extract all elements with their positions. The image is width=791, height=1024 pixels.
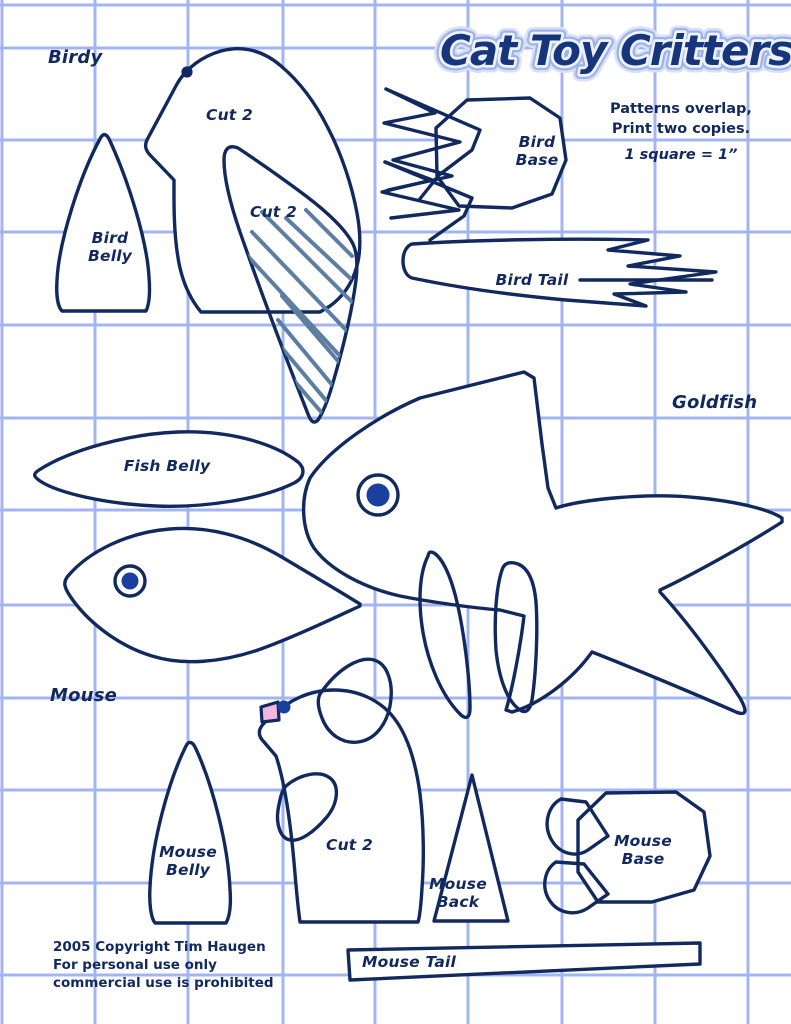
shape-goldfish-fin-front[interactable] — [418, 550, 472, 720]
shape-mouse-arm[interactable] — [275, 772, 338, 842]
shape-mouse-base[interactable] — [576, 790, 712, 904]
shape-bird-tail[interactable] — [401, 237, 718, 308]
goldfish-eye-pupil — [366, 483, 390, 507]
shape-goldfish-body[interactable] — [301, 370, 784, 716]
shape-bird-belly[interactable] — [55, 132, 152, 313]
shape-mouse-nose — [259, 700, 281, 724]
brand-title-halo-mid: Cat Toy Critters — [440, 26, 791, 75]
shape-fish-small-body[interactable] — [63, 526, 362, 664]
shape-bird-wing[interactable] — [222, 145, 359, 424]
fish-small-eye-pupil — [121, 572, 139, 590]
shape-mouse-body[interactable] — [257, 688, 426, 924]
shape-mouse-ear[interactable] — [316, 657, 393, 744]
shape-fish-belly[interactable] — [32, 430, 305, 508]
shape-mouse-tail[interactable] — [346, 941, 702, 982]
shape-bird-foot-lower-spine[interactable] — [383, 160, 474, 242]
shape-mouse-foot-lower[interactable] — [543, 860, 610, 915]
shape-goldfish-fin-back[interactable] — [493, 560, 539, 714]
brand-title-halo-outer: Cat Toy Critters — [440, 26, 791, 75]
pattern-note-line1: Patterns overlap, — [610, 101, 752, 117]
shape-bird-body[interactable] — [143, 47, 362, 314]
brand-title-halo-inner: Cat Toy Critters — [440, 26, 791, 75]
shape-mouse-foot-upper[interactable] — [545, 797, 610, 856]
wing-hatching — [242, 208, 354, 422]
grid-horizontal-lines — [0, 3, 791, 977]
pattern-note: Patterns overlap, Print two copies. 1 sq… — [591, 100, 771, 166]
grid-scale-note: 1 square = 1” — [624, 147, 738, 164]
brand-title-text: Cat Toy Critters — [440, 26, 791, 75]
brand-title: Cat Toy Critters Cat Toy Critters Cat To… — [433, 19, 791, 83]
mouse-eye-dot — [277, 700, 291, 714]
shape-bird-foot-upper[interactable] — [382, 87, 462, 192]
shape-mouse-belly[interactable] — [148, 740, 233, 925]
pattern-note-line2: Print two copies. — [611, 120, 751, 137]
shape-mouse-back[interactable] — [432, 773, 510, 923]
bird-eye-dot — [181, 66, 193, 78]
copyright-notice: 2005 Copyright Tim Haugen For personal u… — [53, 939, 274, 991]
